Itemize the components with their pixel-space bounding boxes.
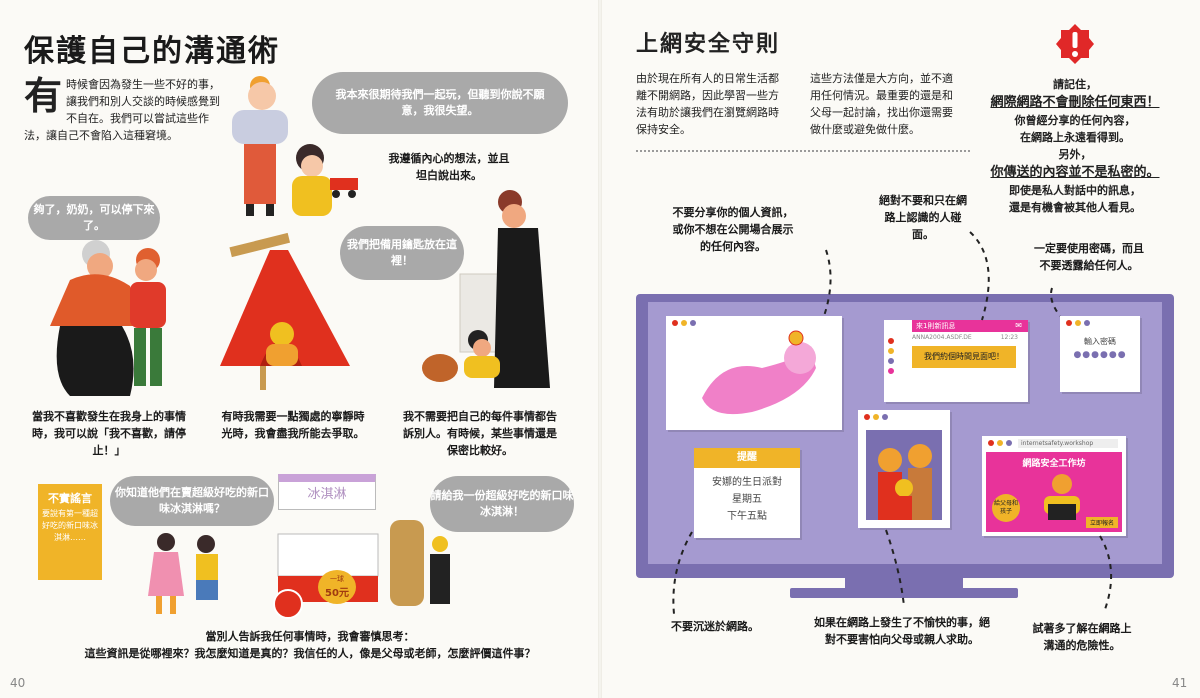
chat-meta: ANNA2004.ASDF.DE [912,334,972,341]
window-family [858,410,950,528]
window-reminder: 提醒 安娜的生日派對 星期五 下午五點 [694,448,800,538]
password-field[interactable]: ●●●●●● [1073,350,1127,360]
speech-bubble-text: 我本來很期待我們一起玩，但聽到你說不願意，我很失望。 [335,88,545,117]
mail-icon: ✉ [1015,321,1022,330]
workshop-title: 網路安全工作坊 [1022,459,1086,469]
speech-bubble-text: 請給我一份超級好吃的新口味冰淇淋！ [430,489,574,518]
reminder-line-3: 下午五點 [727,511,767,522]
illustration-baby-photo [702,330,816,415]
speech-bubble-give: 請給我一份超級好吃的新口味冰淇淋！ [430,476,574,532]
reminder-body: 安娜的生日派對 星期五 下午五點 [694,474,800,525]
cart-price-badge: 一球 50元 [318,570,356,604]
illustration-girl-boy-truck [232,76,358,216]
warning-box: 請記住， 網際網路不會刪除任何東西！ 你曾經分享的任何內容， 在網路上永遠看得到… [990,76,1160,216]
tip-meet-strangers: 絕對不要和只在網路上認識的人碰面。 [879,194,967,241]
paragraph-intro: 由於現在所有人的日常生活都離不開網路，因此學習一些方法有助於讓我們在瀏覽網路時保… [636,72,779,136]
tip-not-addicted: 不要沉迷於網路。 [671,620,759,633]
warning-line-3: 你曾經分享的任何內容， [1014,114,1136,127]
illustration-ice-cream-cart [148,520,450,619]
password-label: 輸入密碼 [1084,337,1116,346]
window-password: 輸入密碼 ●●●●●● [1060,316,1140,392]
chat-header: 來1則新訊息 [912,320,1028,332]
window-workshop: internetsafety.workshop 網路安全工作坊 給父母和孩子 立… [982,436,1126,536]
chat-dots [888,338,894,374]
rumor-sign-text: 要說有第一種超好吃的新口味冰淇淋…… [42,509,98,542]
book-spine [598,0,602,698]
page-number-right: 41 [1172,676,1188,690]
paragraph-advice: 這些方法僅是大方向，並不適用任何情況。最重要的還是和父母一起討論，找出你還需要做… [810,72,953,136]
speech-bubble-key: 我們把備用鑰匙放在這裡！ [340,226,464,280]
rumor-sign: 不實謠言 要說有第一種超好吃的新口味冰淇淋…… [38,484,102,580]
section-title: 上網安全守則 [636,32,781,57]
illustration-grandma-child [50,240,166,396]
speech-bubble-ask: 你知道他們在賣超級好吃的新口味冰淇淋嗎？ [110,476,274,526]
illustration-workshop-presenter [1044,474,1080,520]
reminder-line-2: 星期五 [732,494,762,505]
monitor-stand [845,578,963,590]
exclamation-icon [1056,24,1094,64]
workshop-register-button[interactable]: 立即報名 [1085,517,1118,528]
tip-personal-info: 不要分享你的個人資訊，或你不想在公開場合展示的任何內容。 [672,206,794,253]
warning-line-1: 請記住， [1053,78,1097,91]
warning-line-2: 網際網路不會刪除任何東西！ [990,95,1160,110]
tip-password: 一定要使用密碼，而且不要透露給任何人。 [1034,242,1144,272]
monitor-base [790,588,1018,598]
caption-quiet: 有時我需要一點獨處的寧靜時光時，我會盡我所能去爭取。 [221,410,365,440]
intro-paragraph: 有時候會因為發生一些不好的事，讓我們和別人交談的時候感覺到不自在。我們可以嘗試這… [24,76,224,144]
warning-line-6: 你傳送的內容並不是私密的。 [990,165,1160,180]
caption-secret: 我不需要把自己的每件事情都告訴別人。有時候，某些事情還是保密比較好。 [403,410,557,457]
speech-bubble-puppy: 夠了，奶奶，可以停下來了。 [28,196,160,240]
window-chat: 來1則新訊息 ✉ ANNA2004.ASDF.DE 12:23 我們約個時間見面… [884,320,1028,402]
speech-bubble-text: 夠了，奶奶，可以停下來了。 [33,203,155,232]
caption-stop: 當我不喜歡發生在我身上的事情時，我可以說「我不喜歡，請停止！」 [32,410,186,457]
chat-message: 我們約個時間見面吧！ [912,346,1016,368]
speech-bubble-disappointed: 我本來很期待我們一起玩，但聽到你說不願意，我很失望。 [312,72,568,134]
rumor-sign-title: 不實謠言 [48,492,92,505]
warning-line-4: 在網路上永遠看得到。 [1020,131,1130,144]
warning-line-8: 還是有機會被其他人看見。 [1009,201,1141,214]
intro-text: 時候會因為發生一些不好的事，讓我們和別人交談的時候感覺到不自在。我們可以嘗試這些… [24,78,221,142]
warning-line-5: 另外， [1058,148,1092,161]
page-number-left: 40 [10,676,26,690]
workshop-url: internetsafety.workshop [1018,439,1118,448]
caption-honest: 我遵循內心的想法，並且坦白說出來。 [388,152,510,182]
window-photo [666,316,842,430]
workshop-badge: 給父母和孩子 [992,494,1020,522]
tip-understand-danger: 試著多了解在網路上溝通的危險性。 [1032,622,1132,652]
cart-price: 50元 [325,588,349,599]
intro-dropcap: 有 [24,74,63,118]
caption-think-2: 這些資訊是從哪裡來？我怎麼知道是真的？我信任的人，像是父母或老師，怎麼評價這件事… [84,647,536,660]
cart-price-top: 一球 [330,575,344,583]
dashed-connectors [672,231,1113,615]
illustration-key-secret [422,190,550,388]
reminder-title: 提醒 [694,448,800,468]
illustration-family-photo [866,430,942,520]
divider [636,150,970,152]
tip-ask-help: 如果在網路上發生了不愉快的事，絕對不要害怕向父母或親人求助。 [814,616,990,646]
speech-bubble-text: 你知道他們在賣超級好吃的新口味冰淇淋嗎？ [115,486,269,515]
caption-think-1: 當別人告訴我任何事情時，我會審慎思考： [205,630,415,643]
left-page: 保護自己的溝通術 有時候會因為發生一些不好的事，讓我們和別人交談的時候感覺到不自… [10,34,574,690]
page-title: 保護自己的溝通術 [24,34,280,69]
speech-bubble-text: 我們把備用鑰匙放在這裡！ [347,238,457,267]
warning-line-7: 即使是私人對話中的訊息， [1009,184,1141,197]
illustration-tent [220,232,350,390]
chat-time: 12:23 [1000,334,1018,341]
workshop-banner: 網路安全工作坊 給父母和孩子 立即報名 [986,452,1122,532]
reminder-line-1: 安娜的生日派對 [712,477,782,488]
cart-sign: 冰淇淋 [278,474,376,510]
